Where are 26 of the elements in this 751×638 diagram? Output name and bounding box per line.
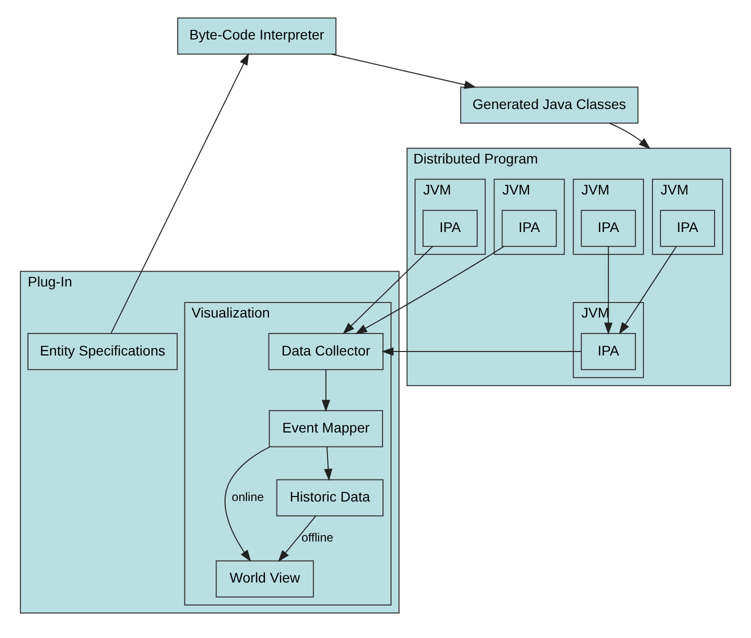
- node-box: World View: [216, 560, 314, 597]
- edge-label: online: [232, 489, 264, 504]
- node-box: IPA: [660, 209, 716, 246]
- node-box: Byte-Code Interpreter: [177, 17, 336, 54]
- node-box: IPA: [580, 209, 636, 246]
- node-box: Data Collector: [268, 332, 384, 370]
- arrow: [322, 368, 330, 412]
- arrow: [618, 245, 677, 334]
- arrow: [609, 122, 651, 149]
- node-box: IPA: [422, 209, 478, 246]
- arrow: [324, 446, 332, 480]
- node-box: Generated Java Classes: [460, 86, 638, 124]
- arrow: [604, 245, 613, 334]
- arrow: [342, 245, 434, 334]
- arrow: [382, 346, 582, 356]
- node-box: IPA: [502, 209, 557, 246]
- arrow: [355, 246, 504, 334]
- arrow: [278, 514, 316, 562]
- edge-label: offline: [302, 530, 334, 544]
- arrow: [224, 446, 270, 562]
- node-box: Event Mapper: [268, 410, 383, 447]
- arrow: [110, 52, 249, 334]
- node-box: Historic Data: [276, 478, 384, 516]
- node-box: Entity Specifications: [27, 332, 178, 370]
- node-box: IPA: [580, 332, 636, 370]
- arrow: [330, 53, 476, 88]
